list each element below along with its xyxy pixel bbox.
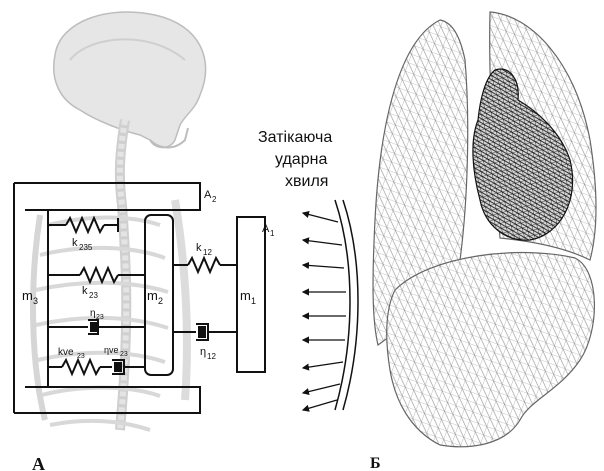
label-a1-sub: 1 — [270, 229, 275, 238]
label-m3: m — [22, 288, 33, 303]
label-m1: m — [240, 288, 251, 303]
panel-b: Б — [370, 12, 596, 471]
label-m3-sub: 3 — [33, 296, 38, 306]
panel-a: A 2 A 1 k 235 k 23 η 23 kve 23 ηve 23 k … — [14, 12, 358, 471]
label-m2-sub: 2 — [158, 296, 163, 306]
label-kve23-sub: 23 — [77, 353, 85, 360]
label-a2-sub: 2 — [212, 195, 217, 204]
panel-a-letter: А — [32, 454, 45, 471]
liver-mesh — [387, 253, 595, 447]
wave-front-inner — [335, 200, 350, 410]
label-m2: m — [147, 288, 158, 303]
wave-caption-line-1: Затікаюча — [258, 129, 332, 146]
label-eta12: η — [200, 346, 206, 358]
wave-caption-line-3: хвиля — [285, 173, 328, 190]
label-a1: A — [262, 223, 270, 235]
organ-mesh-illustration — [373, 12, 596, 447]
label-k12: k — [196, 242, 202, 254]
label-k23-sub: 23 — [89, 291, 98, 300]
panel-b-letter: Б — [370, 455, 381, 471]
incoming-wave-arrows — [303, 213, 346, 410]
shock-wave-caption: Затікаюча ударна хвиля — [258, 129, 332, 190]
label-k23: k — [82, 285, 88, 297]
label-kve23: kve — [58, 347, 74, 358]
label-m1-sub: 1 — [251, 296, 256, 306]
wave-caption-line-2: ударна — [275, 151, 327, 168]
label-k235: k — [72, 237, 78, 249]
label-k12-sub: 12 — [203, 248, 212, 257]
label-eta12-sub: 12 — [207, 352, 216, 361]
label-eta23-sub: 23 — [96, 314, 104, 321]
mechanical-model — [14, 183, 265, 413]
label-eta23: η — [90, 308, 96, 319]
shock-wave — [303, 200, 358, 410]
label-a2: A — [204, 189, 212, 201]
label-etave23-sub: 23 — [120, 351, 128, 358]
label-etave23: ηve — [104, 345, 119, 355]
label-k235-sub: 235 — [79, 243, 93, 252]
